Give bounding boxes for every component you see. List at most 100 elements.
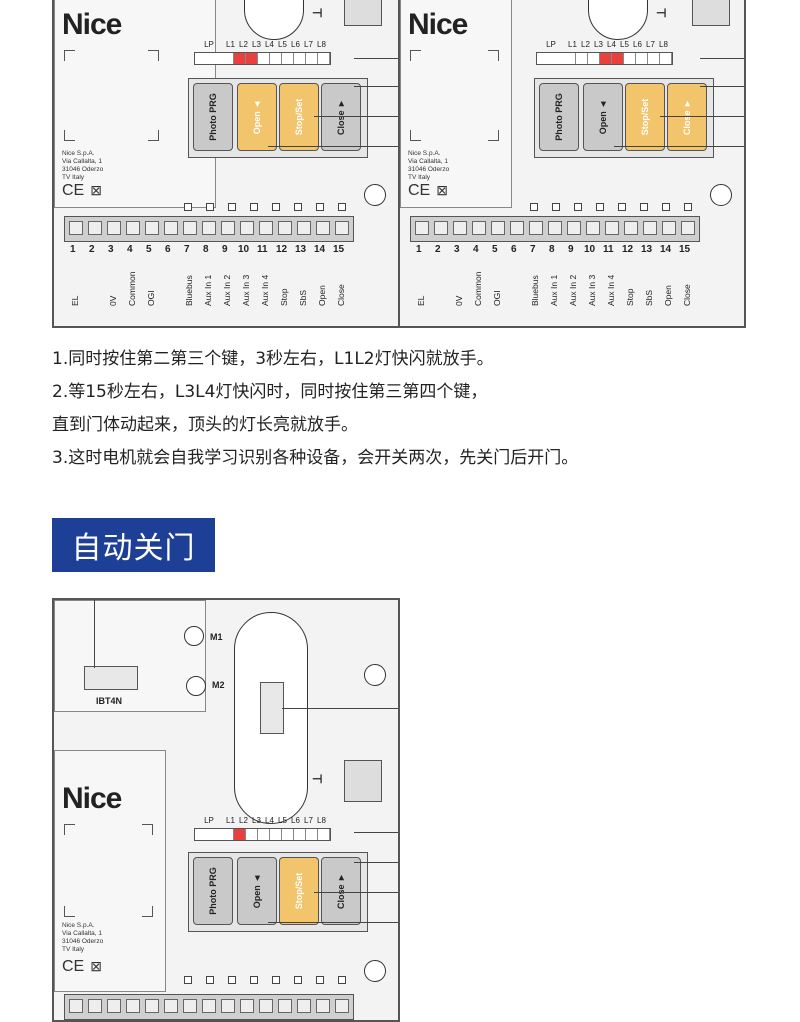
leader-line xyxy=(268,146,398,147)
weee-bin-icon: ⊠ xyxy=(90,182,102,198)
antenna-oval xyxy=(588,0,648,40)
screw-terminal xyxy=(259,221,273,235)
led-l7 xyxy=(648,53,660,64)
screw-terminal xyxy=(221,221,235,235)
frame-corner xyxy=(142,906,153,917)
terminal-number: 4 xyxy=(127,244,133,255)
terminal-number: 2 xyxy=(435,244,441,255)
mounting-hole xyxy=(364,664,386,686)
led-l1 xyxy=(234,829,246,840)
terminal-label: Aux In 2 xyxy=(568,274,578,306)
open-button: Open ◄ xyxy=(237,857,277,925)
screw-terminal xyxy=(69,221,83,235)
leader-line xyxy=(354,862,398,863)
led-l6 xyxy=(294,53,306,64)
leader-line xyxy=(94,600,95,668)
screw-terminal xyxy=(335,999,349,1013)
status-led xyxy=(552,203,560,211)
status-led xyxy=(272,203,280,211)
terminal-block-left xyxy=(64,216,354,242)
terminal-number: 7 xyxy=(184,244,190,255)
screw-terminal xyxy=(529,221,543,235)
screw-terminal xyxy=(107,999,121,1013)
mounting-hole xyxy=(364,960,386,982)
terminal-number: 10 xyxy=(238,244,250,255)
terminal-number: 13 xyxy=(295,244,307,255)
led-l1 xyxy=(234,53,246,64)
status-led xyxy=(596,203,604,211)
frame-corner xyxy=(142,824,153,835)
leader-line xyxy=(700,58,744,59)
photo-prg-button: Photo PRG xyxy=(539,83,579,151)
terminal-label: Aux In 4 xyxy=(260,274,270,306)
screw-terminal xyxy=(107,221,121,235)
terminal-number: 12 xyxy=(622,244,634,255)
section-title: 自动关门 xyxy=(52,518,215,572)
frame-corner xyxy=(64,50,75,61)
screw-terminal xyxy=(240,221,254,235)
status-led xyxy=(228,203,236,211)
brand-logo: Nice xyxy=(408,8,468,41)
leader-line xyxy=(314,892,398,893)
led-l2 xyxy=(246,53,258,64)
ibt4n-connector xyxy=(84,666,138,690)
led-l7 xyxy=(306,53,318,64)
screw-terminal xyxy=(316,221,330,235)
led-lp xyxy=(537,53,576,64)
status-led xyxy=(250,203,258,211)
control-board-diagram-bottom: IBT4N M1 M2 Nice Nice S.p.A. Via Callalt… xyxy=(52,598,400,1022)
led-l5 xyxy=(624,53,636,64)
terminal-number: 6 xyxy=(165,244,171,255)
screw-terminal xyxy=(202,221,216,235)
screw-terminal xyxy=(491,221,505,235)
screw-terminal xyxy=(472,221,486,235)
board-logo-area xyxy=(400,0,512,208)
close-button: Close ► xyxy=(667,83,707,151)
terminal-label: Stop xyxy=(625,288,635,307)
frame-corner xyxy=(148,50,159,61)
terminal-number: 11 xyxy=(603,244,614,255)
status-led xyxy=(574,203,582,211)
led-lp xyxy=(195,53,234,64)
screw-terminal xyxy=(510,221,524,235)
led-lp xyxy=(195,829,234,840)
terminal-number: 5 xyxy=(492,244,498,255)
status-led xyxy=(272,976,280,984)
certification-marks: CE⊠ xyxy=(408,182,448,200)
button-panel: Photo PRG Open ◄ Stop/Set Close ► xyxy=(534,78,714,158)
status-led xyxy=(206,203,214,211)
photo-prg-button: Photo PRG xyxy=(193,83,233,151)
motor-2-connector xyxy=(186,676,206,696)
weee-bin-icon: ⊠ xyxy=(90,958,102,974)
brand-logo: Nice xyxy=(62,8,122,41)
frame-corner xyxy=(410,130,421,141)
led-l2 xyxy=(246,829,258,840)
terminal-number: 6 xyxy=(511,244,517,255)
frame-corner xyxy=(64,824,75,835)
brand-logo: Nice xyxy=(62,782,122,815)
status-led xyxy=(294,976,302,984)
motor-2-label: M2 xyxy=(212,680,225,690)
screw-terminal xyxy=(335,221,349,235)
connector-label: IBT4N xyxy=(96,696,123,706)
leader-line xyxy=(660,116,744,117)
screw-terminal xyxy=(662,221,676,235)
screw-terminal xyxy=(316,999,330,1013)
screw-terminal xyxy=(221,999,235,1013)
instruction-line-4: 3.这时电机就会自我学习识别各种设备，会开关两次，先关门后开门。 xyxy=(52,448,579,468)
terminal-number: 2 xyxy=(89,244,95,255)
close-button: Close ► xyxy=(321,83,361,151)
screw-terminal xyxy=(567,221,581,235)
screw-terminal xyxy=(69,999,83,1013)
frame-corner xyxy=(148,130,159,141)
button-panel: Photo PRG Open ◄ Stop/Set Close ► xyxy=(188,852,368,932)
screw-terminal xyxy=(164,221,178,235)
terminal-label: Stop xyxy=(279,288,289,307)
status-led xyxy=(530,203,538,211)
stop-set-button: Stop/Set xyxy=(625,83,665,151)
terminal-number: 12 xyxy=(276,244,288,255)
relay-module xyxy=(692,0,730,26)
instruction-line-2: 2.等15秒左右，L3L4灯快闪时，同时按住第三第四个键， xyxy=(52,382,488,402)
terminal-label: EL xyxy=(416,295,426,306)
terminal-label: Aux In 2 xyxy=(222,274,232,306)
